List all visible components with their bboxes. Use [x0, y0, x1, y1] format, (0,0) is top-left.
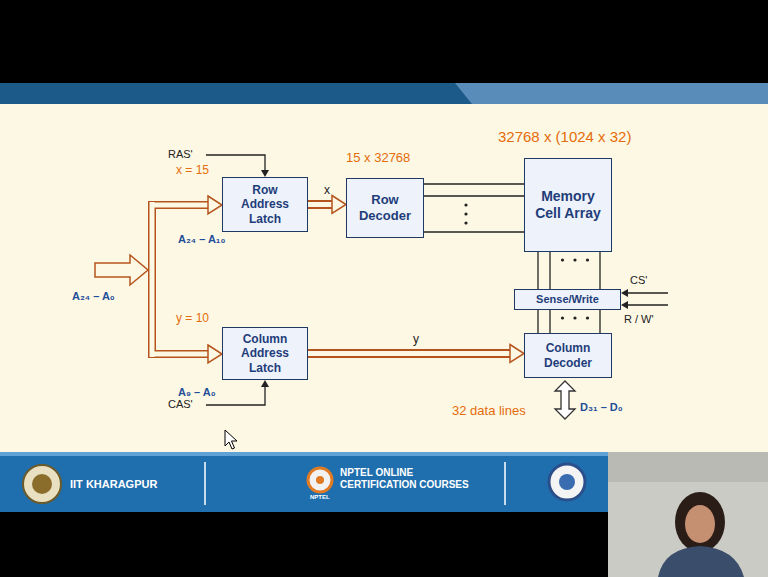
ellipsis-dot: [464, 212, 467, 215]
ellipsis-dot: [561, 258, 564, 261]
footer-accent: [0, 452, 608, 456]
hardware-block: Row Decoder: [346, 178, 424, 238]
presenter-body: [658, 546, 744, 577]
signal-label: NPTEL: [310, 494, 330, 501]
address-bus: [152, 201, 210, 358]
signal-label: y = 10: [176, 311, 209, 325]
presenter-face: [685, 505, 715, 543]
bottom-black-band: [0, 512, 608, 577]
rw-signal-line: [628, 304, 668, 305]
ras-signal-line: [206, 155, 265, 171]
hardware-block: Sense/Write: [514, 289, 621, 310]
bus-arrow-fill: [307, 202, 334, 207]
address-bus-arrow: [95, 255, 148, 285]
institute-logo-center: [559, 474, 575, 490]
block-label: Column Address Latch: [234, 332, 296, 375]
arrowhead: [621, 301, 628, 309]
signal-line: [424, 195, 524, 196]
signal-label: CS': [630, 274, 647, 287]
signal-line: [424, 183, 524, 184]
address-bus-inner: [152, 202, 211, 357]
ellipsis-dot: [464, 221, 467, 224]
connector-label: y: [413, 332, 419, 346]
hardware-block: Memory Cell Array: [524, 158, 612, 252]
bus-arrow-fill: [307, 351, 512, 356]
arrowhead: [621, 289, 628, 297]
connector-label: x: [324, 183, 330, 197]
ellipsis-dot: [586, 258, 589, 261]
block-label: Column Decoder: [534, 341, 602, 370]
hardware-block: Column Decoder: [524, 333, 612, 378]
signal-label: x = 15: [176, 163, 209, 177]
signal-label: 32768 x (1024 x 32): [498, 128, 631, 146]
connector: [538, 310, 600, 333]
connector: [424, 184, 524, 232]
signal-label: A₉ – A₀: [178, 386, 216, 399]
slide-background: [0, 104, 768, 452]
signal-line: [424, 231, 524, 232]
bus-arrow-outline: [308, 200, 333, 209]
connector: [307, 196, 346, 214]
signal-label: 32 data lines: [452, 403, 526, 419]
iit-logo: [23, 465, 61, 503]
block-label: Memory Cell Array: [535, 188, 601, 222]
hardware-block: Row Address Latch: [222, 177, 308, 232]
bus-arrowhead: [208, 196, 222, 214]
cs-signal-line: [628, 292, 668, 293]
ellipsis-dot: [586, 316, 589, 319]
connector: [538, 252, 600, 289]
connector: [307, 345, 524, 363]
signal-label: IIT KHARAGPUR: [70, 478, 157, 491]
bus-arrow-outline: [308, 349, 511, 358]
presenter-hair: [675, 492, 725, 552]
footer-band: [0, 452, 608, 512]
nptel-logo-center: [316, 476, 324, 484]
video-background: [608, 452, 768, 577]
signal-line: [537, 252, 538, 289]
video-wall: [608, 452, 768, 482]
ellipsis-dot: [573, 316, 576, 319]
signal-line: [599, 310, 600, 333]
arrowhead: [261, 170, 269, 177]
signal-line: [549, 252, 550, 289]
footer-separator: [204, 462, 206, 505]
arrowhead: [261, 380, 269, 387]
signal-label: NPTEL ONLINE CERTIFICATION COURSES: [340, 467, 475, 491]
arrowhead: [332, 196, 346, 214]
block-label: Sense/Write: [536, 293, 599, 306]
arrowhead: [510, 345, 524, 363]
block-label: Row Decoder: [355, 192, 415, 223]
block-label: Row Address Latch: [234, 183, 296, 226]
signal-label: D₃₁ – D₀: [580, 401, 623, 414]
signal-label: A₂₄ – A₁₀: [178, 233, 225, 246]
signal-label: RAS': [168, 148, 193, 161]
title-band-accent: [455, 83, 768, 104]
top-black-band: [0, 0, 768, 83]
signal-line: [537, 310, 538, 333]
signal-line: [549, 310, 550, 333]
mouse-cursor: [225, 430, 237, 449]
title-band: [0, 83, 768, 104]
ellipsis-dot: [561, 316, 564, 319]
signal-line: [599, 252, 600, 289]
signal-label: R / W': [624, 313, 654, 326]
institute-logo: [549, 464, 585, 500]
bus-arrowhead: [208, 345, 222, 363]
signal-label: 15 x 32768: [346, 150, 410, 166]
data-bus-arrow: [555, 381, 575, 419]
iit-logo-center: [32, 474, 52, 494]
hardware-block: Column Address Latch: [222, 327, 308, 380]
signal-label: A₂₄ – A₀: [72, 290, 115, 303]
footer-separator: [504, 462, 506, 505]
nptel-logo: [308, 468, 332, 492]
signal-label: CAS': [168, 398, 193, 411]
ellipsis-dot: [573, 258, 576, 261]
ellipsis-dot: [464, 203, 467, 206]
